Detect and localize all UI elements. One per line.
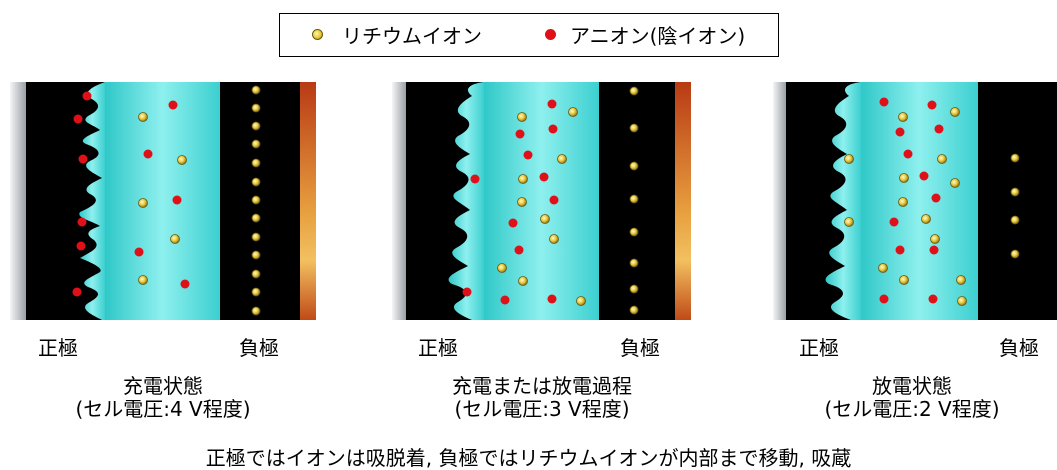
panel-2-caption-title: 充電または放電過程 — [452, 374, 632, 398]
panel-2-caption-voltage: (セル電圧:3 V程度) — [454, 397, 630, 421]
panel-2-negative-label: 負極 — [620, 336, 660, 360]
panel-1-caption-title: 充電状態 — [123, 374, 203, 398]
panel-3-positive-label: 正極 — [799, 336, 839, 360]
lithium-dots — [138, 85, 261, 316]
panel-3-negative-label: 負極 — [999, 336, 1039, 360]
panel-3-caption-title: 放電状態 — [872, 374, 952, 398]
anion-icon — [545, 29, 556, 40]
panel-discharged-diagram — [773, 82, 1057, 320]
legend-lithium-label: リチウムイオン — [342, 24, 482, 48]
panel-2-positive-label: 正極 — [418, 336, 458, 360]
lithium-ion-icon — [312, 29, 323, 40]
panel-discharged — [773, 82, 1057, 320]
anion-dots — [72, 91, 190, 297]
panel-1-caption-voltage: (セル電圧:4 V程度) — [75, 397, 251, 421]
legend-anion-label: アニオン(陰イオン) — [570, 24, 746, 48]
lithium-dots — [844, 107, 1020, 306]
anion-dots — [879, 97, 944, 304]
panel-transition-diagram — [392, 82, 691, 320]
panel-charged-diagram — [10, 82, 316, 320]
bottom-explanation: 正極ではイオンは吸脱着, 負極ではリチウムイオンが内部まで移動, 吸蔵 — [205, 446, 852, 470]
panel-charged — [10, 82, 316, 320]
panel-3-caption-voltage: (セル電圧:2 V程度) — [824, 397, 1000, 421]
legend: リチウムイオン アニオン(陰イオン) — [279, 13, 779, 57]
anion-dots — [462, 99, 559, 305]
panel-transition — [392, 82, 691, 320]
panel-1-positive-label: 正極 — [38, 336, 78, 360]
panel-1-negative-label: 負極 — [239, 336, 279, 360]
lithium-dots — [497, 86, 639, 315]
